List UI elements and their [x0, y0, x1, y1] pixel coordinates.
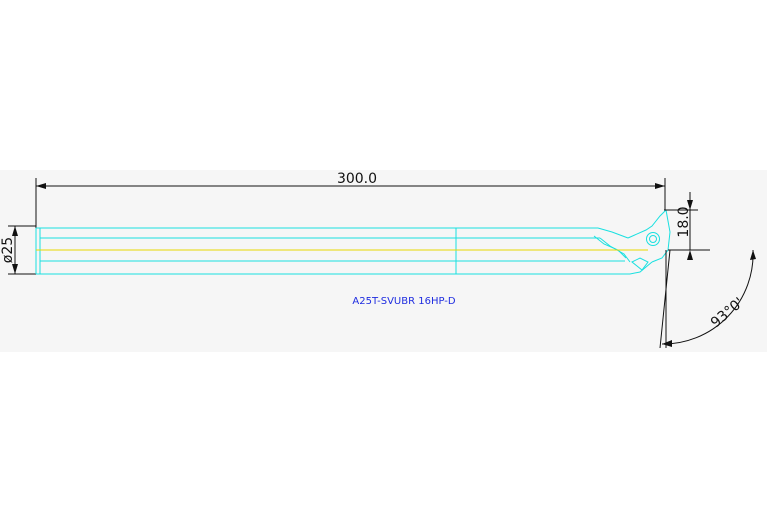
- length-dimension-label: 300.0: [337, 171, 377, 187]
- angle-arrow-start: [750, 250, 756, 260]
- clamp-shape: [631, 257, 649, 271]
- insert-pocket-top: [627, 209, 667, 239]
- head-inner-contour: [593, 235, 627, 259]
- length-dimension: [35, 178, 666, 228]
- diameter-arrow-bottom: [12, 264, 18, 274]
- offset-dimension: [664, 192, 710, 260]
- diameter-dimension-label: ø25: [0, 237, 16, 263]
- length-arrow-right: [655, 183, 665, 189]
- angle-extension-edge: [659, 249, 671, 349]
- offset-dimension-label: 18.0: [676, 206, 692, 237]
- head-bottom-contour: [629, 261, 653, 275]
- insert-screw-inner: [649, 235, 657, 243]
- angle-arrow-end: [662, 340, 672, 347]
- diameter-dimension: [8, 225, 36, 275]
- angle-dimension-label: 93°0': [708, 295, 747, 331]
- length-arrow-left: [36, 183, 46, 189]
- insert-screw-outer: [646, 232, 660, 246]
- angle-dimension-arc: [661, 249, 754, 345]
- diameter-arrow-top: [12, 226, 18, 236]
- offset-arrow-bottom: [687, 250, 693, 260]
- tool-body: [35, 209, 671, 275]
- part-number-label: A25T-SVUBR 16HP-D: [352, 296, 456, 307]
- head-top-contour: [597, 227, 629, 239]
- offset-arrow-top: [687, 200, 693, 210]
- angle-dimension: [659, 249, 756, 349]
